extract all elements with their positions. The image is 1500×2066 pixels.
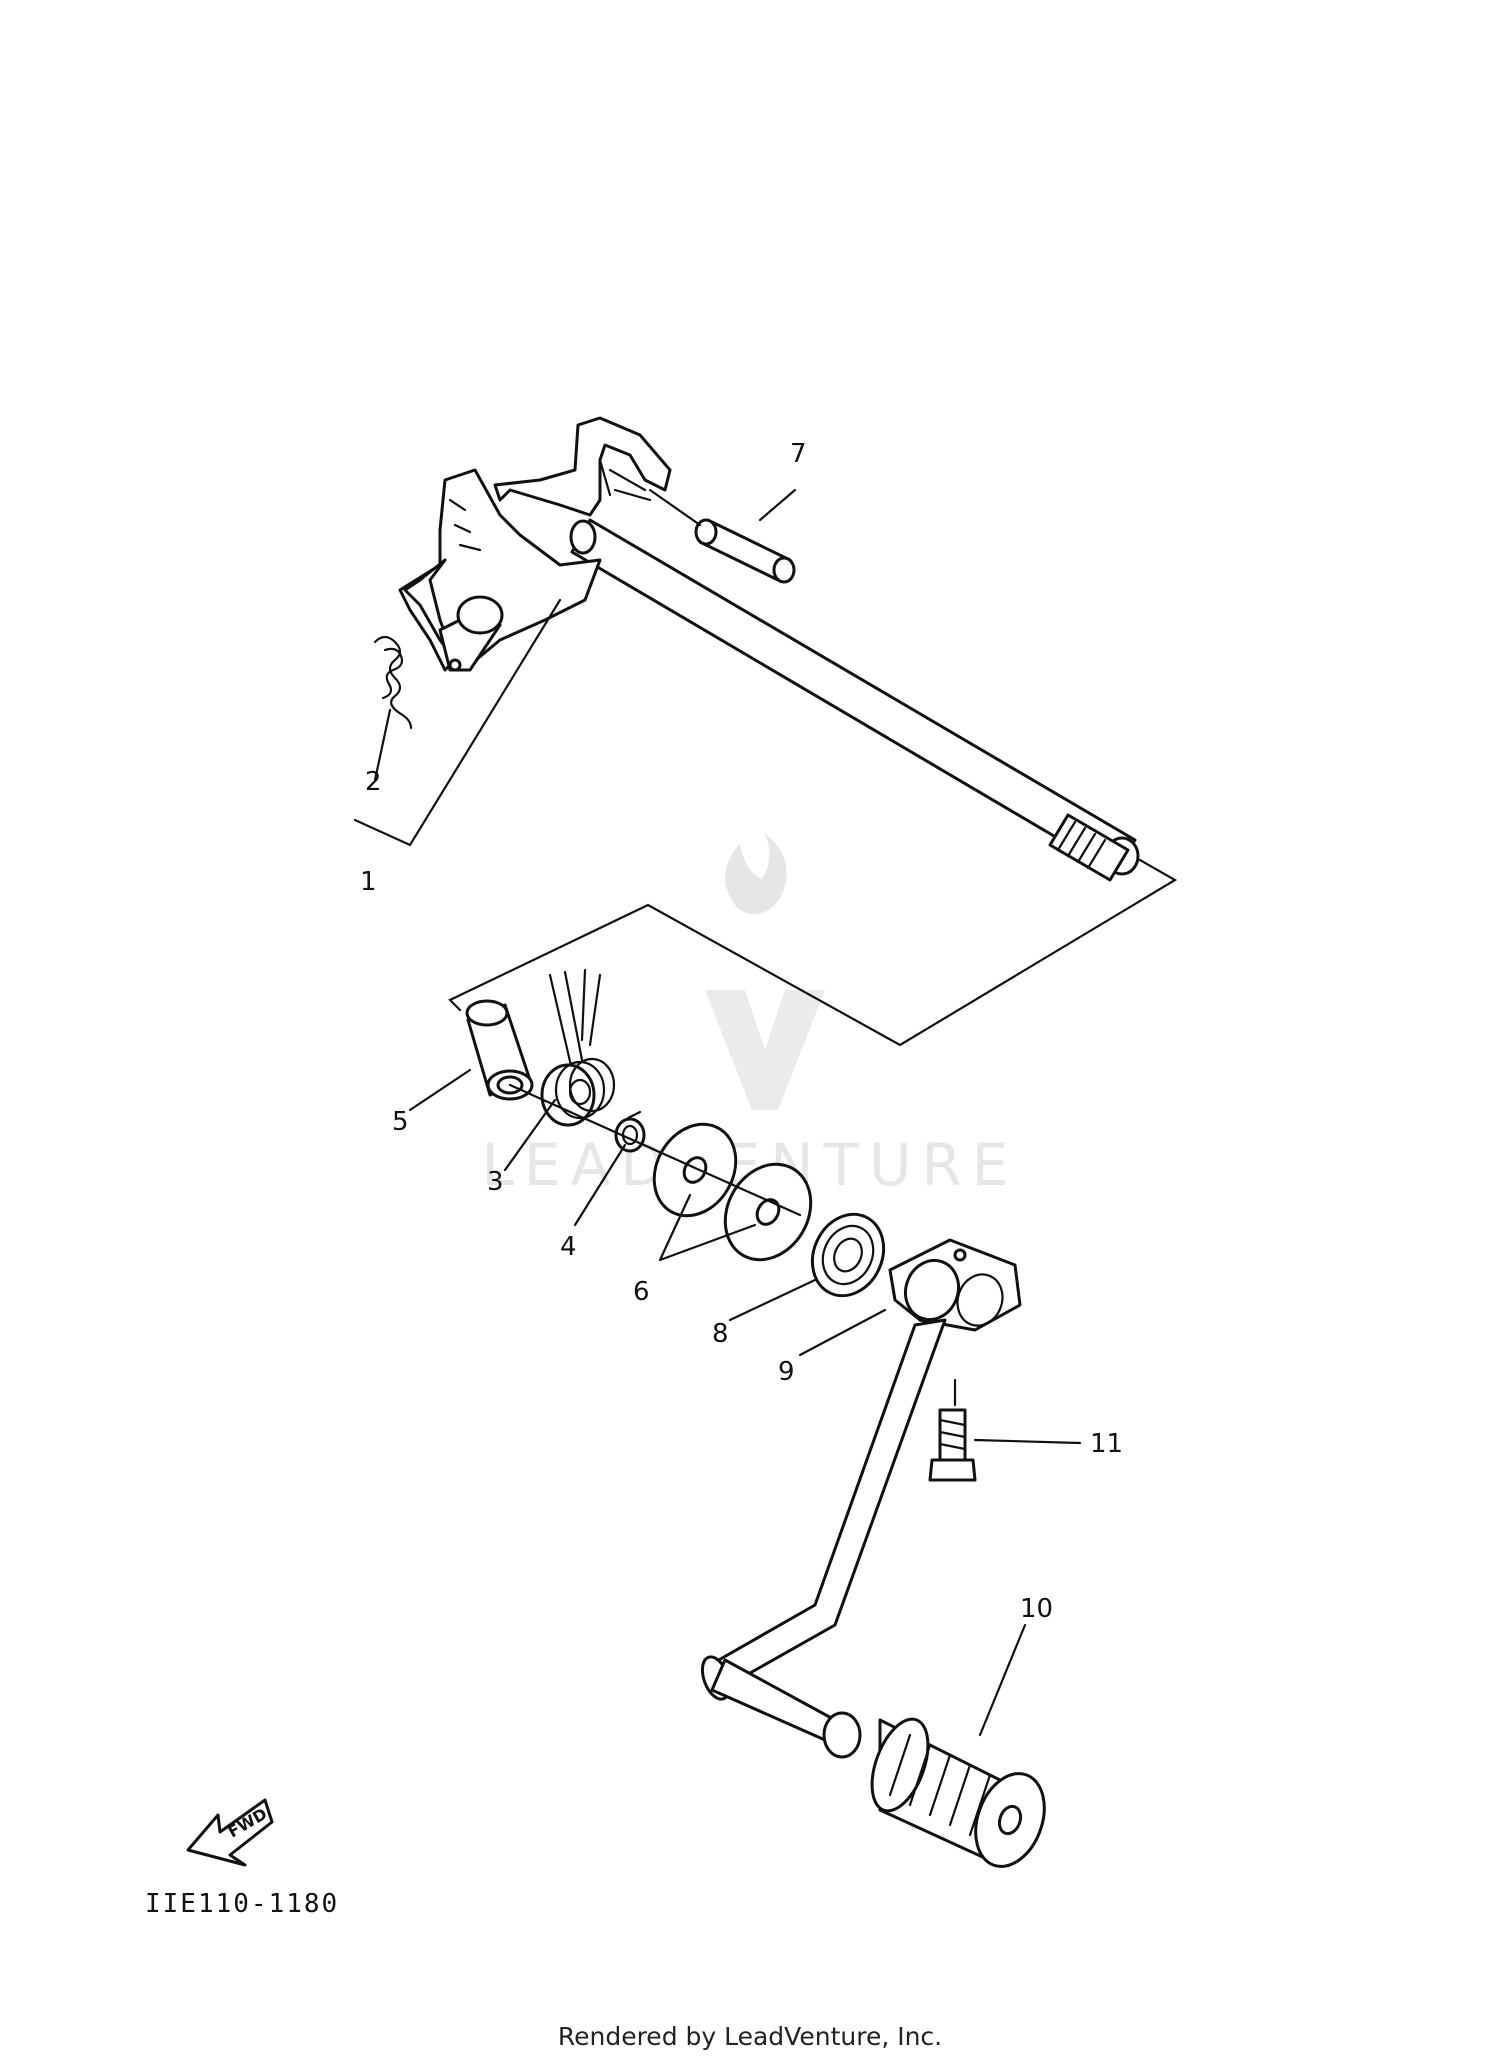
callout-1: 1 [360,867,377,897]
callout-11: 11 [1090,1429,1123,1459]
oil-seal-part-8 [810,1212,886,1298]
callout-5: 5 [392,1107,409,1137]
footer-credit: Rendered by LeadVenture, Inc. [557,2022,943,2051]
callout-4: 4 [560,1232,577,1262]
forward-arrow-icon: FWD [186,1798,274,1867]
washer-part-6b [723,1162,813,1262]
callout-10: 10 [1020,1594,1053,1624]
torsion-spring-part-3 [540,968,616,1127]
bolt-part-11 [928,1378,1082,1482]
spring-part-2 [373,635,413,730]
shift-pedal-part-9 [700,1238,1022,1759]
washer-part-6a [652,1122,738,1218]
shift-shaft-assembly [398,416,1140,882]
callout-9: 9 [778,1357,795,1387]
circlip-part-4 [614,1110,646,1153]
drawing-code: IIE110-1180 [145,1889,339,1919]
pin-part-7 [648,488,796,584]
callout-2: 2 [365,767,382,797]
callout-3: 3 [487,1167,504,1197]
leadventure-watermark: LEADVENTURE [482,833,1008,1199]
collar-part-5 [465,999,534,1101]
callout-8: 8 [712,1319,729,1349]
callout-6: 6 [633,1277,650,1307]
pedal-rubber-part-10 [870,1623,1046,1868]
callout-7: 7 [790,439,807,469]
